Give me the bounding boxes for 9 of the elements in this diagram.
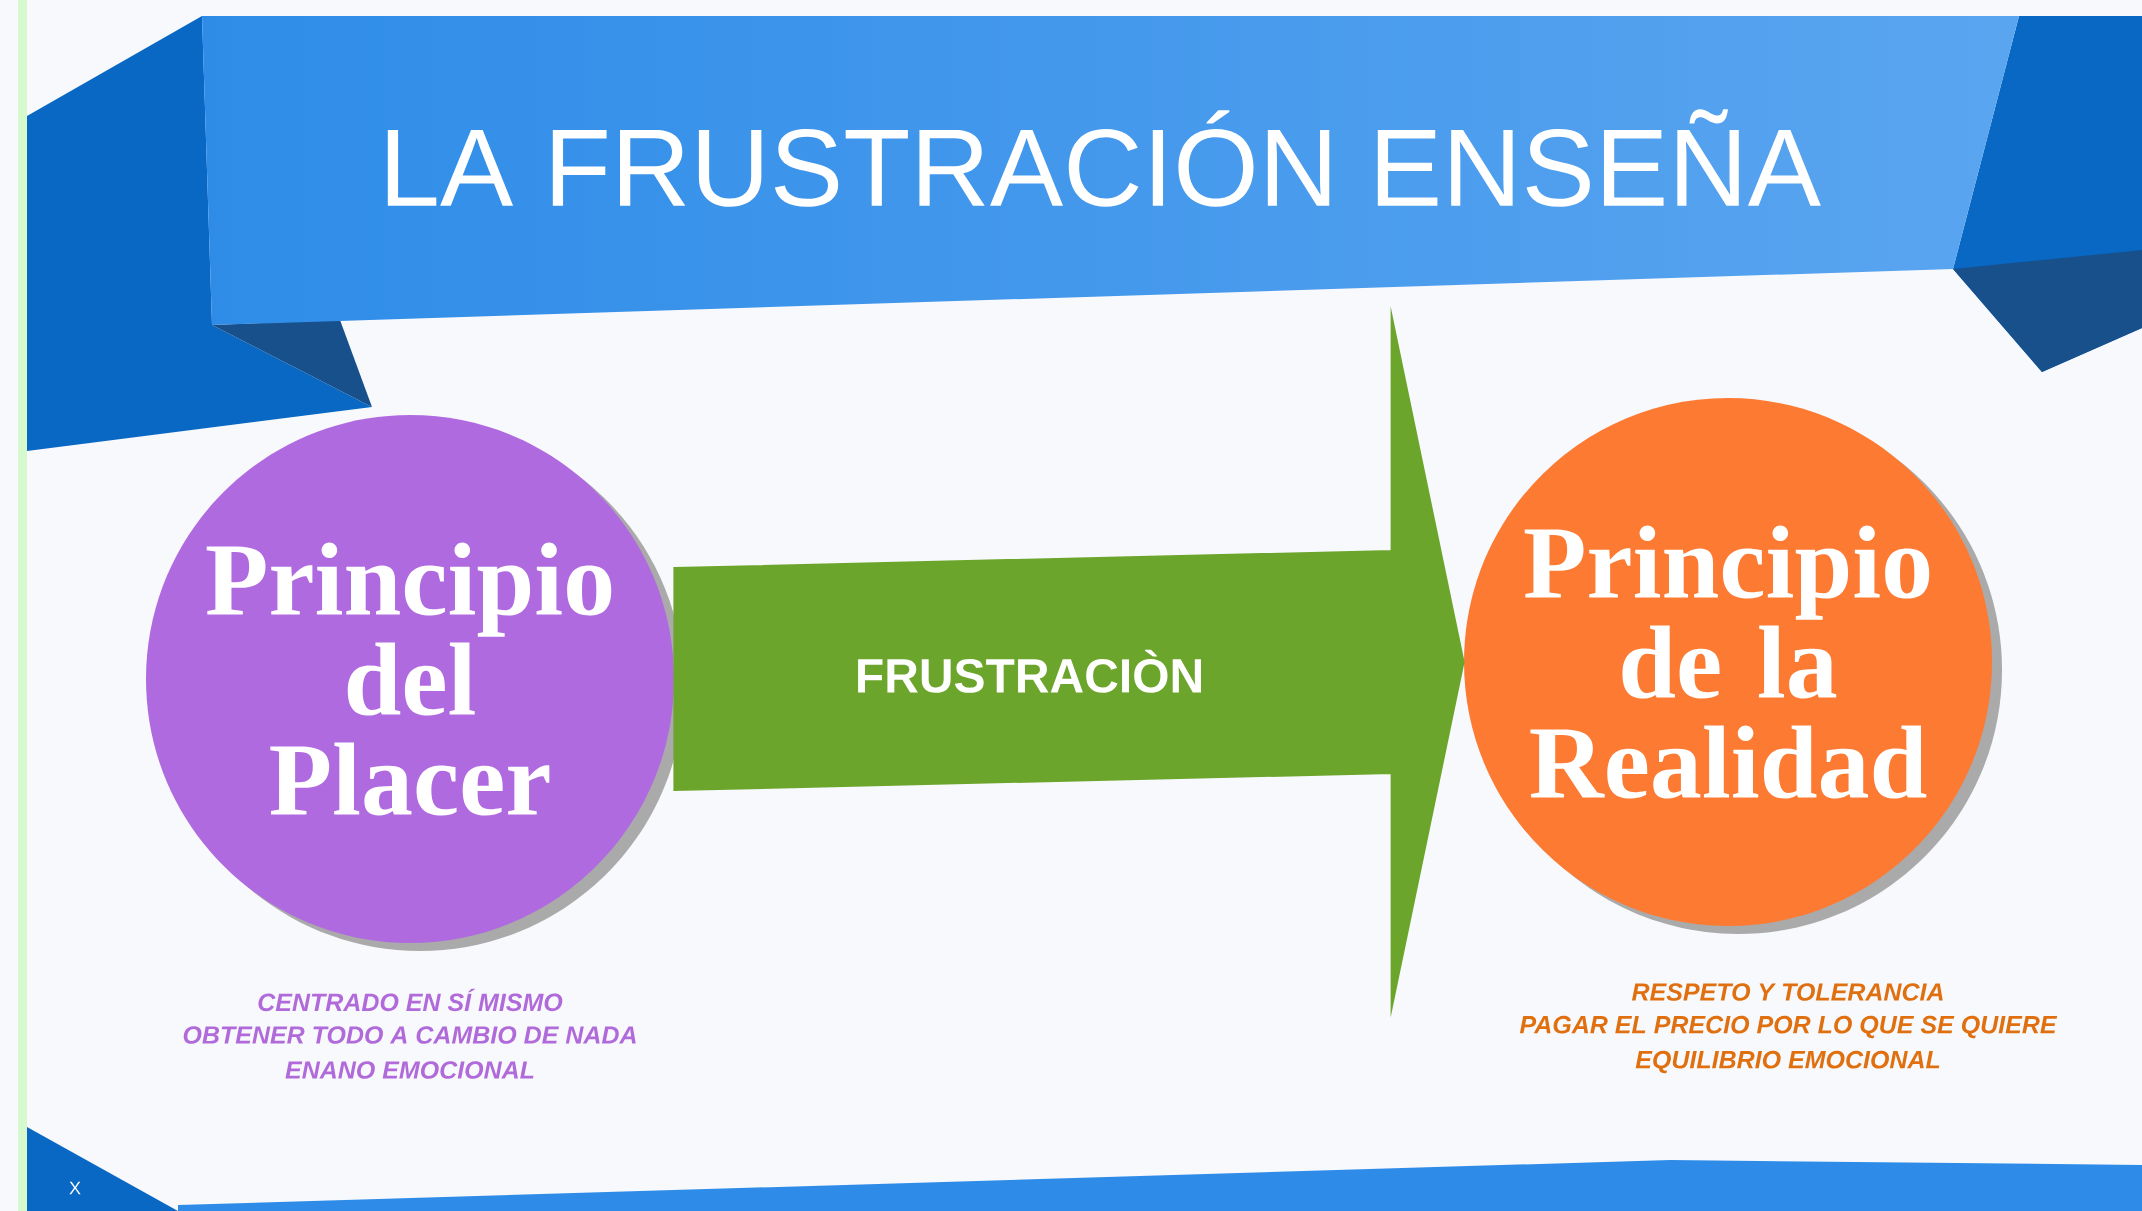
description-text: CENTRADO EN SÍ MISMO — [258, 988, 563, 1012]
description-text: OBTENER TODO A CAMBIO DE NADA — [183, 1026, 636, 1044]
description-text: EQUILIBRIO EMOCIONAL — [1635, 1050, 1940, 1074]
title-text: LA FRUSTRACIÓN ENSEÑA — [387, 109, 1821, 207]
description-text: RESPETO Y TOLERANCIA — [1631, 983, 1943, 1001]
edge-label: FRUSTRACIÒN — [850, 645, 1209, 697]
description-text: PAGAR EL PRECIO POR LO QUE SE QUIERE — [1519, 1015, 2058, 1039]
slide-number: X — [69, 1181, 81, 1195]
description-text: ENANO EMOCIONAL — [285, 1061, 534, 1079]
